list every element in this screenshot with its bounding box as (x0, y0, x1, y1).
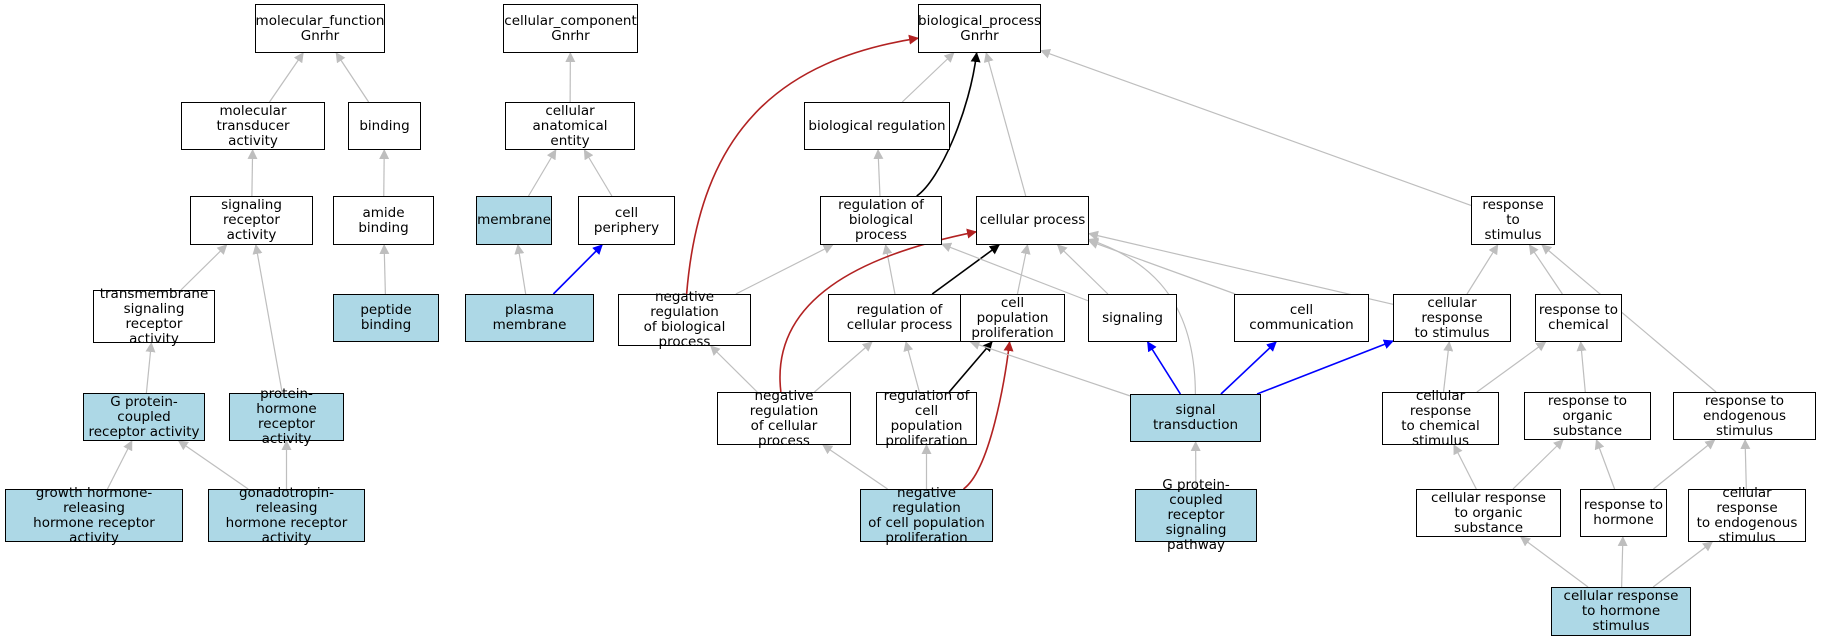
edge-sigtrans-to-cellcomm (1220, 341, 1277, 395)
edge-crhs-to-rhormone (1617, 536, 1628, 588)
edge-regbp-to-bioreg (873, 149, 884, 197)
node-crs: cellular response to stimulus (1393, 294, 1511, 342)
node-amide: amide binding (333, 196, 434, 245)
node-res: response to endogenous stimulus (1673, 392, 1816, 440)
edge-negregcp-to-negregbp (710, 345, 758, 393)
node-respstim: response to stimulus (1471, 196, 1555, 245)
node-gpcr: G protein-coupled receptor activity (83, 393, 205, 441)
edge-regcp-to-regbp (882, 244, 896, 295)
edge-regcpp-to-cpp (948, 341, 993, 393)
edge-peptide-to-amide (379, 244, 390, 295)
edge-rhormone-to-ros (1594, 439, 1616, 490)
edge-mta-to-mf (268, 52, 304, 103)
node-sra: signaling receptor activity (190, 196, 313, 245)
edge-gpcr-to-tsra (145, 342, 156, 394)
edge-res-to-respstim (1541, 244, 1717, 393)
node-mf: molecular_function Gnrhr (255, 4, 385, 53)
edge-signaling-to-regbp (941, 242, 1089, 302)
node-phra: protein-hormone receptor activity (229, 387, 344, 447)
edge-crhs-to-cros (1519, 536, 1589, 588)
node-signaling: signaling (1088, 294, 1177, 342)
node-membrane: membrane (476, 196, 552, 245)
edge-sigtrans-to-crs (1256, 339, 1394, 395)
edge-crs-to-respstim (1466, 244, 1499, 295)
edge-cros-to-crcs (1453, 444, 1477, 490)
edge-regcp-to-cellproc (931, 244, 1000, 295)
edge-tsra-to-sra (180, 244, 228, 291)
edge-regcpp-to-regcp (903, 341, 920, 393)
node-ros: response to organic substance (1524, 392, 1651, 440)
edge-negregcpp-to-negregcp (822, 444, 888, 490)
node-gnrh: gonadotropin-releasing hormone receptor … (208, 485, 365, 545)
edge-negregbp-to-bp (685, 34, 919, 295)
node-regbp: regulation of biological process (820, 196, 942, 245)
node-negregcpp: negative regulation of cell population p… (860, 485, 993, 545)
edge-negregbp-to-regbp (735, 244, 834, 295)
node-bp: biological_process Gnrhr (918, 4, 1041, 53)
node-mta: molecular transducer activity (181, 102, 325, 150)
edge-rchem-to-respstim (1528, 244, 1563, 295)
edge-sigtrans-to-regcp (969, 340, 1131, 397)
node-bioreg: biological regulation (804, 102, 950, 150)
edge-sra-to-mta (247, 149, 258, 197)
edge-negregcp-to-regcp (814, 341, 873, 393)
edge-cpp-to-cellproc (1016, 244, 1031, 295)
node-rhormone: response to hormone (1580, 489, 1667, 537)
node-negregbp: negative regulation of biological proces… (618, 290, 751, 350)
edge-respstim-to-bp (1040, 48, 1472, 206)
node-rchem: response to chemical (1535, 294, 1622, 342)
edge-cres-to-res (1740, 439, 1751, 490)
edge-sigtrans-to-cellproc (1088, 237, 1196, 395)
edge-cros-to-ros (1512, 439, 1564, 490)
node-peptide: peptide binding (333, 294, 439, 342)
edge-negregcpp-to-cpp (963, 341, 1014, 490)
edge-regbp-to-bp (916, 52, 981, 197)
node-gpcrsp: G protein-coupled receptor signaling pat… (1135, 478, 1257, 553)
node-cres: cellular response to endogenous stimulus (1688, 485, 1806, 545)
node-plasma: plasma membrane (465, 294, 594, 342)
node-crcs: cellular response to chemical stimulus (1382, 388, 1499, 448)
edge-bioreg-to-bp (901, 52, 955, 103)
node-ghrh: growth hormone-releasing hormone recepto… (5, 485, 183, 545)
edge-ghrh-to-gpcr (106, 440, 133, 490)
node-regcp: regulation of cellular process (828, 294, 971, 342)
node-tsra: transmembrane signaling receptor activit… (93, 286, 215, 346)
edge-crcs-to-crs (1442, 341, 1454, 393)
edge-plasma-to-membrane (514, 244, 527, 295)
node-crhs: cellular response to hormone stimulus (1551, 587, 1691, 636)
node-regcpp: regulation of cell population proliferat… (876, 388, 977, 448)
edge-phra-to-sra (252, 244, 283, 394)
node-cellper: cell periphery (578, 196, 675, 245)
node-binding: binding (348, 102, 421, 150)
edge-signaling-to-cellproc (1056, 244, 1109, 295)
edge-binding-to-mf (335, 52, 370, 103)
node-cellproc: cellular process (976, 196, 1089, 245)
edge-sigtrans-to-signaling (1146, 341, 1182, 395)
edge-cellper-to-cae (583, 149, 613, 197)
node-negregcp: negative regulation of cellular process (717, 388, 851, 448)
edge-crhs-to-cres (1652, 541, 1714, 588)
node-cros: cellular response to organic substance (1416, 489, 1561, 537)
edge-ros-to-rchem (1576, 341, 1587, 393)
edge-gnrh-to-gpcr (177, 440, 249, 490)
node-sigtrans: signal transduction (1130, 394, 1261, 442)
edge-rhormone-to-res (1653, 439, 1716, 490)
node-cpp: cell population proliferation (960, 294, 1065, 342)
node-cae: cellular anatomical entity (505, 102, 635, 150)
edge-cellproc-to-bp (983, 52, 1027, 197)
edge-crcs-to-rchem (1476, 341, 1547, 393)
edge-plasma-to-cellper (552, 244, 603, 295)
edge-membrane-to-cae (528, 149, 557, 197)
node-cellcomm: cell communication (1234, 294, 1369, 342)
edge-crs-to-cellproc (1088, 230, 1394, 305)
node-cc: cellular_component Gnrhr (503, 4, 638, 53)
